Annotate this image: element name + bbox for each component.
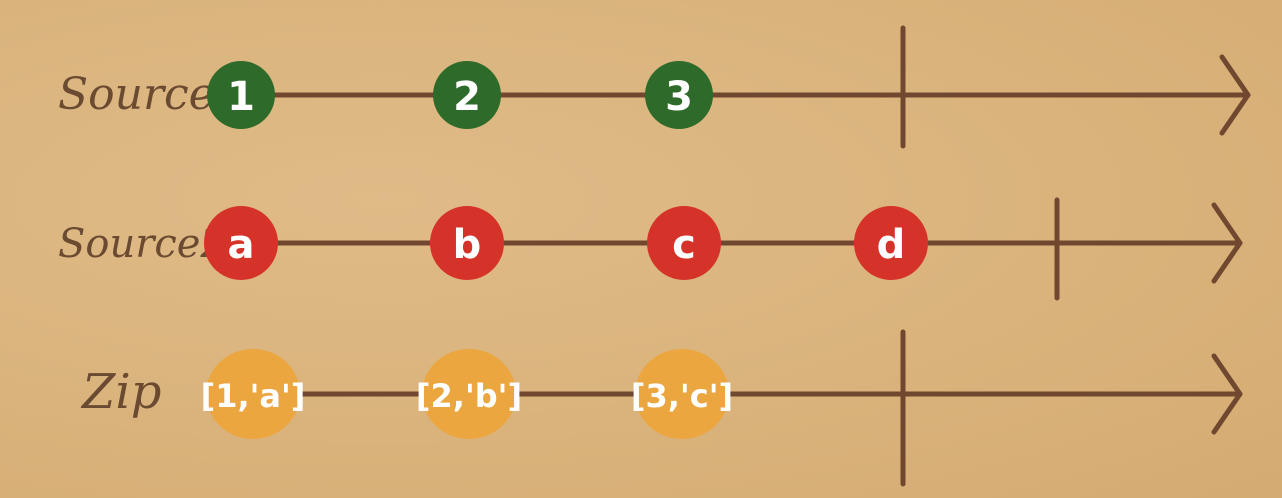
marble-circle [207, 61, 275, 129]
marble: b [430, 206, 504, 280]
arrow-head-icon [1211, 202, 1243, 284]
marble: [3,'c'] [631, 349, 733, 439]
marble: 1 [207, 61, 275, 129]
marble-label: 3 [665, 74, 693, 120]
marble-circle [206, 349, 300, 439]
marble-label: [2,'b'] [416, 377, 522, 415]
arrow-head-icon [1211, 353, 1243, 435]
marble: [2,'b'] [416, 349, 522, 439]
marble-label: d [877, 222, 906, 268]
marble-label: a [228, 222, 255, 268]
stream-zip: Zip [1,'a'] [2,'b'] [3,'c'] [80, 329, 1243, 487]
marble: c [647, 206, 721, 280]
marble-circle [635, 349, 729, 439]
marble: a [204, 206, 278, 280]
marble-circle [422, 349, 516, 439]
arrow-head-icon [1219, 54, 1251, 136]
marble: [1,'a'] [201, 349, 306, 439]
marble-circle [204, 206, 278, 280]
marble: d [854, 206, 928, 280]
marble-label: 2 [453, 74, 481, 120]
marble-label: 1 [227, 74, 255, 120]
marble: 3 [645, 61, 713, 129]
stream-label: Source2 [58, 221, 226, 267]
marble-circle [854, 206, 928, 280]
marble-label: [3,'c'] [631, 377, 733, 415]
marble: 2 [433, 61, 501, 129]
marble-circle [647, 206, 721, 280]
marble-label: c [672, 222, 696, 268]
marble-circle [645, 61, 713, 129]
stream-label: Zip [80, 364, 161, 420]
marble-label: b [453, 222, 482, 268]
marble-circle [430, 206, 504, 280]
marble-label: [1,'a'] [201, 377, 306, 415]
marble-circle [433, 61, 501, 129]
